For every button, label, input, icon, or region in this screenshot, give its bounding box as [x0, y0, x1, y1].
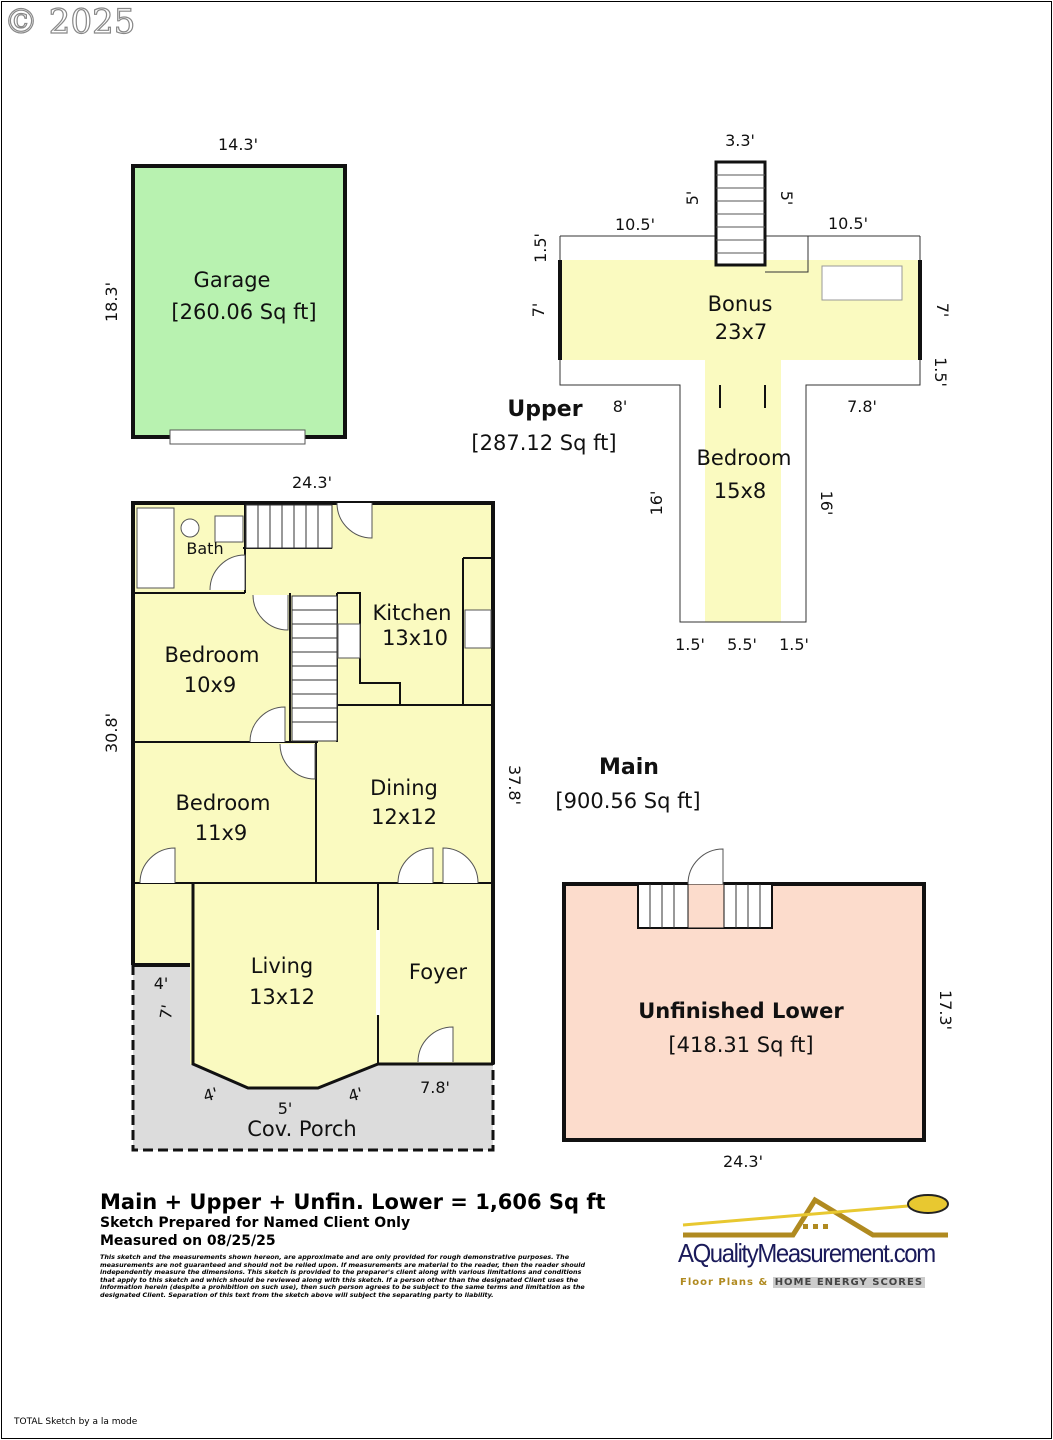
room-dining-name: Dining	[370, 776, 438, 800]
room-bedroom2-name: Bedroom	[176, 791, 271, 815]
garage-area: [260.06 Sq ft]	[171, 300, 316, 324]
disclaimer: This sketch and the measurements shown h…	[100, 1253, 586, 1299]
room-bedroom2-size: 11x9	[195, 821, 248, 845]
dim-side-right: 16'	[817, 491, 836, 516]
main-label: Main	[599, 755, 659, 780]
dim-bottom-right: 7.8'	[847, 397, 877, 416]
main-stairs-down	[291, 595, 338, 742]
garage-width: 14.3'	[218, 135, 258, 154]
dim-porch-4c: 4'	[346, 1084, 365, 1106]
dim-lower-width: 24.3'	[723, 1152, 763, 1171]
room-bedroom1-size: 10x9	[184, 673, 237, 697]
dim-bottom-left: 8'	[613, 397, 628, 416]
dim-porch-4a: 4'	[154, 974, 169, 993]
dim-top-right: 10.5'	[828, 214, 868, 233]
main-stairs-top	[245, 504, 333, 549]
dim-bottom-b: 5.5'	[727, 635, 757, 654]
dim-main-top: 24.3'	[292, 473, 332, 492]
logo-site: AQualityMeasurement.com	[678, 1238, 936, 1268]
dim-stair-right: 5'	[777, 191, 796, 206]
dim-porch-7: 7'	[156, 1003, 177, 1021]
dim-main-left: 30.8'	[102, 713, 121, 753]
dim-stair-width: 3.3'	[725, 131, 755, 150]
room-bonus-size: 23x7	[715, 320, 768, 344]
total-area: Main + Upper + Unfin. Lower = 1,606 Sq f…	[100, 1190, 606, 1214]
dim-top-left: 10.5'	[615, 215, 655, 234]
dim-bottom-a: 1.5'	[675, 635, 705, 654]
toilet	[180, 518, 200, 538]
lower-label: Unfinished Lower	[638, 999, 844, 1023]
lower-plan: 24.3' 17.3' Unfinished Lower [418.31 Sq …	[562, 848, 955, 1171]
door-swing	[336, 502, 373, 539]
room-living-name: Living	[251, 954, 313, 978]
dim-porch-4b: 4'	[201, 1084, 220, 1106]
room-bonus-name: Bonus	[708, 292, 773, 316]
measured-date: Measured on 08/25/25	[100, 1233, 276, 1249]
garage-depth: 18.3'	[102, 282, 121, 322]
upper-area: [287.12 Sq ft]	[471, 431, 616, 455]
upper-plan: 3.3' 5' 5' 10.5' 10.5' 1.5' 7' 7' 1.5' 8…	[471, 131, 952, 654]
room-foyer-name: Foyer	[409, 960, 468, 984]
footer-credit: TOTAL Sketch by a la mode	[14, 1417, 138, 1427]
upper-label: Upper	[507, 397, 582, 422]
house-tape-icon	[682, 1194, 949, 1238]
logo-tagline: Floor Plans & HOME ENERGY SCORES	[680, 1277, 926, 1288]
room-upper-bedroom-size: 15x8	[714, 479, 767, 503]
dim-bottom-c: 1.5'	[779, 635, 809, 654]
garage-plan: 14.3' 18.3' Garage [260.06 Sq ft]	[102, 135, 347, 445]
bathtub	[136, 507, 175, 589]
summary-block: Main + Upper + Unfin. Lower = 1,606 Sq f…	[100, 1190, 606, 1300]
room-living-size: 13x12	[249, 985, 315, 1009]
dim-main-right: 37.8'	[505, 765, 524, 805]
dim-stair-left: 5'	[683, 191, 702, 206]
dim-porch-5: 5'	[278, 1099, 293, 1118]
dim-lower-depth: 17.3'	[936, 990, 955, 1030]
room-kitchen-name: Kitchen	[373, 601, 452, 625]
dim-right-big: 7'	[933, 303, 952, 318]
room-kitchen-size: 13x10	[382, 626, 448, 650]
kitchen-sink	[464, 609, 492, 649]
lower-area: [418.31 Sq ft]	[668, 1033, 813, 1057]
company-logo: AQualityMeasurement.com Floor Plans & HO…	[678, 1192, 953, 1304]
dim-side-left: 16'	[647, 491, 666, 516]
dim-left-big: 7'	[529, 303, 548, 318]
logo-tag2: HOME ENERGY SCORES	[772, 1277, 926, 1288]
logo-tag: Floor Plans &	[680, 1277, 769, 1288]
closet-doors	[821, 265, 903, 301]
main-plan: 24.3' 30.8' 37.8' 4' 7' 4' 5' 4' 7.8' Ba…	[102, 473, 701, 1152]
room-dining-size: 12x12	[371, 805, 437, 829]
dim-right-small: 1.5'	[931, 357, 950, 387]
garage-door	[169, 429, 306, 445]
room-porch-name: Cov. Porch	[247, 1117, 356, 1141]
prepared-note: Sketch Prepared for Named Client Only	[100, 1215, 411, 1231]
copyright-watermark: © 2025	[3, 1, 136, 42]
bath-sink	[214, 515, 244, 543]
room-upper-bedroom-name: Bedroom	[697, 446, 792, 470]
room-bedroom1-name: Bedroom	[165, 643, 260, 667]
dim-left-small: 1.5'	[531, 233, 550, 263]
garage-label: Garage	[194, 268, 271, 292]
dim-porch-78: 7.8'	[420, 1078, 450, 1097]
room-bath-name: Bath	[186, 539, 223, 558]
stove	[337, 623, 361, 659]
main-area: [900.56 Sq ft]	[555, 789, 700, 813]
